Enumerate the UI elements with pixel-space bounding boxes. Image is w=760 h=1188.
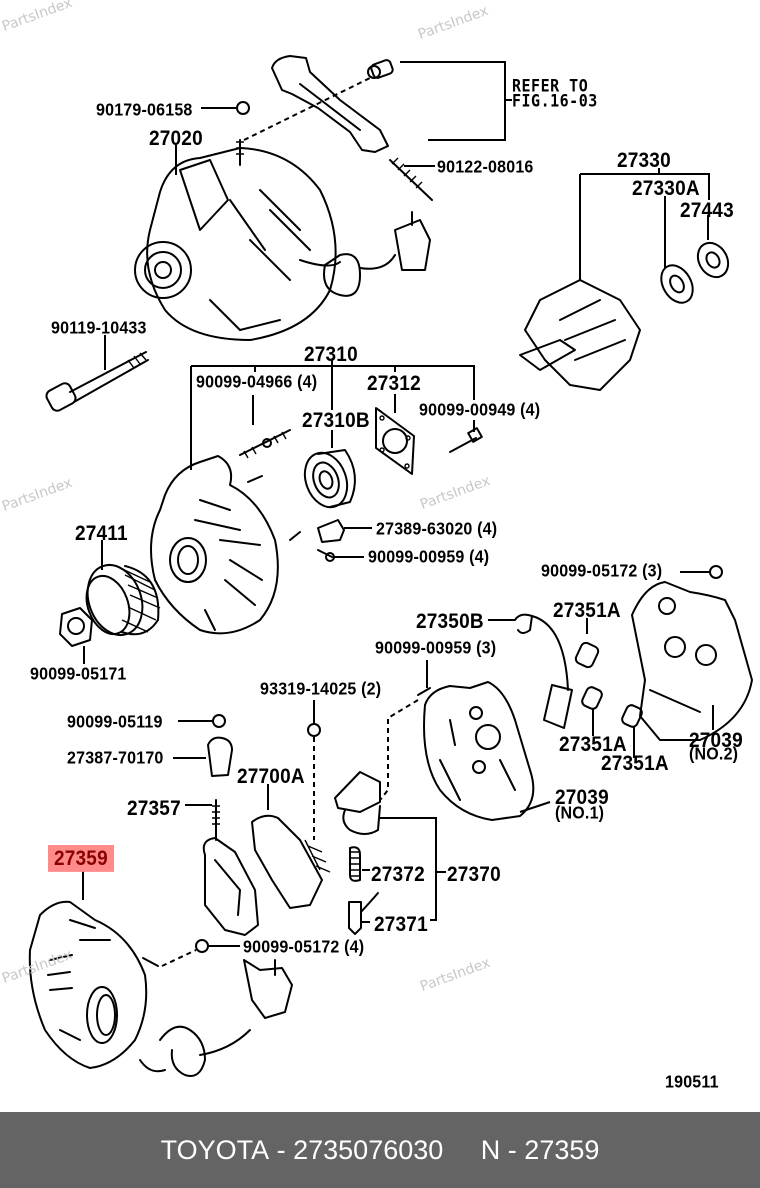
refer-note-line2[interactable]: FIG.16-03 [512, 90, 598, 111]
footer-brand: TOYOTA [160, 1134, 270, 1165]
stud-90099-04966 [239, 429, 291, 456]
part-label-27039-no1[interactable]: 27039 [555, 785, 609, 810]
part-label-27700A[interactable]: 27700A [237, 764, 305, 789]
clip-27389-63020 [317, 519, 345, 543]
footer-ref-number: 27359 [524, 1134, 600, 1165]
footer-ref-prefix: N [480, 1134, 501, 1165]
bearing-27310B [303, 449, 356, 509]
brush-27371 [348, 901, 362, 935]
screw-90099-00959 [317, 549, 333, 558]
terminal-cable-assembly [139, 959, 293, 1077]
part-label-27351A-upper[interactable]: 27351A [553, 598, 621, 623]
bushing-93319-14025 [307, 723, 321, 737]
drive-end-frame-27310 [150, 455, 301, 635]
part-label-27350B[interactable]: 27350B [416, 609, 484, 634]
pulley-27411 [85, 540, 161, 636]
alternator-assembly-27020 [134, 139, 431, 341]
parts-diagram: PartsIndex PartsIndex PartsIndex PartsIn… [0, 0, 753, 1092]
part-label-27387-70170[interactable]: 27387-70170 [67, 748, 164, 768]
part-label-27357[interactable]: 27357 [127, 796, 181, 821]
nut-90099-05172-3 [709, 565, 723, 579]
bushing-27351A [574, 618, 643, 758]
refer-note-line1: REFER TO [512, 75, 589, 96]
insulator-27387-70170 [207, 736, 233, 777]
part-label-27039-no2[interactable]: 27039 [689, 728, 743, 753]
part-label-27443[interactable]: 27443 [680, 198, 734, 223]
nut-90099-05119 [212, 714, 226, 728]
part-label-90099-05171[interactable]: 90099-05171 [30, 664, 127, 684]
part-label-90099-00959-4[interactable]: 90099-00959 (4) [368, 547, 490, 567]
part-label-27310B[interactable]: 27310B [302, 408, 370, 433]
part-label-27351A-middle[interactable]: 27351A [559, 732, 627, 757]
part-label-27371[interactable]: 27371 [374, 912, 428, 937]
part-label-27020[interactable]: 27020 [149, 126, 203, 151]
part-label-90099-00949[interactable]: 90099-00949 (4) [419, 400, 541, 420]
rectifier-holder [202, 837, 259, 936]
retainer-plate-27312 [375, 407, 415, 475]
bolt-90119-10433 [45, 335, 149, 412]
part-label-27330[interactable]: 27330 [617, 148, 671, 173]
nut-90099-05171 [59, 607, 93, 664]
part-label-90099-00959-3[interactable]: 90099-00959 (3) [375, 638, 497, 658]
part-label-27312[interactable]: 27312 [367, 371, 421, 396]
part-label-27351A-lower[interactable]: 27351A [601, 751, 669, 776]
part-label-90099-04966[interactable]: 90099-04966 (4) [196, 372, 318, 392]
regulator-27700A [251, 784, 331, 909]
part-label-27310[interactable]: 27310 [304, 342, 358, 367]
part-label-27330A[interactable]: 27330A [632, 176, 700, 201]
exploded-view-drawing [28, 55, 753, 1077]
part-label-27370[interactable]: 27370 [447, 862, 501, 887]
bracket-bolt [367, 59, 394, 79]
part-label-90179-06158[interactable]: 90179-06158 [96, 100, 193, 120]
part-label-27039-no1-sub: (NO.1) [555, 803, 605, 823]
stud-90122-08016 [389, 159, 433, 201]
part-label-90099-05172-4[interactable]: 90099-05172 (4) [243, 937, 365, 957]
part-label-27411[interactable]: 27411 [75, 521, 128, 546]
footer-part-number: 2735076030 [293, 1134, 444, 1165]
part-label-27389-63020[interactable]: 27389-63020 (4) [376, 519, 498, 539]
alternator-bracket [271, 55, 389, 153]
screw-90099-00959-3 [417, 687, 431, 696]
diagram-id: 190511 [665, 1072, 719, 1092]
part-info-footer: TOYOTA - 2735076030 N - 27359 [0, 1112, 760, 1188]
part-label-90119-10433[interactable]: 90119-10433 [51, 318, 147, 338]
footer-separator: - [269, 1134, 294, 1165]
part-label-27359-highlighted[interactable]: 27359 [48, 845, 114, 872]
footer-gap [443, 1135, 481, 1166]
terminal-wire-27350B [488, 613, 573, 729]
footer-separator-2: - [500, 1134, 525, 1165]
rotor-27330 [519, 168, 730, 391]
part-label-90099-05119[interactable]: 90099-05119 [67, 712, 163, 732]
brush-holder-27370 [334, 771, 446, 935]
rear-cover-27039-no2 [631, 581, 753, 741]
nut-90179-06158 [236, 101, 250, 115]
nut-90099-05172-4 [195, 939, 209, 953]
part-label-90122-08016[interactable]: 90122-08016 [437, 157, 534, 177]
part-label-93319-14025[interactable]: 93319-14025 (2) [260, 679, 382, 699]
spring-27372 [349, 846, 361, 882]
part-label-27039-no2-sub: (NO.2) [689, 744, 739, 764]
part-label-90099-05172-3[interactable]: 90099-05172 (3) [541, 561, 663, 581]
rear-frame-27039-no1 [423, 681, 551, 821]
part-label-27372[interactable]: 27372 [371, 862, 425, 887]
